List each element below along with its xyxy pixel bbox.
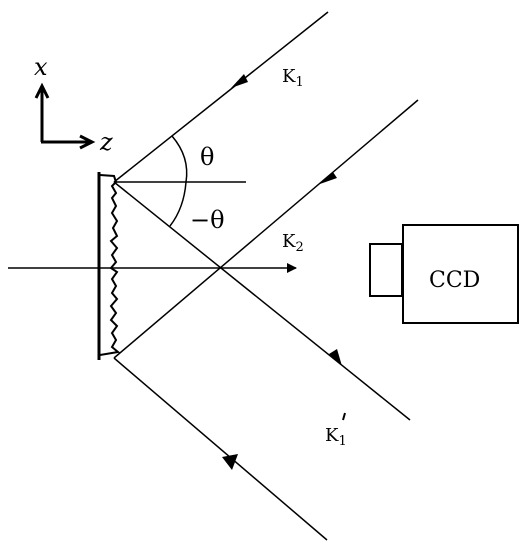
beam-reflected-lower-arrow: [329, 349, 342, 366]
beam-reflected-lower: [113, 181, 411, 421]
z-axis-label: z: [99, 128, 113, 156]
x-axis-arrowhead: [34, 82, 50, 99]
ccd-label: CCD: [429, 268, 480, 293]
beam-k1-upper: [113, 11, 329, 183]
beam-k1-prime-lower: [113, 357, 328, 541]
coordinate-axes: x z: [34, 53, 113, 156]
beam-k1-prime-mark: [342, 412, 346, 421]
angle-arc-neg-theta: [169, 181, 187, 227]
beam-k1-upper-arrow: [231, 74, 248, 88]
object-surface: [97, 172, 121, 360]
beam-k2-upper-arrow: [317, 172, 337, 185]
beam-k1-prime-lower-arrow: [222, 454, 238, 470]
beam-k2-upper: [113, 99, 419, 359]
beam-k2-label: K2: [282, 231, 304, 255]
ccd-camera: CCD: [369, 224, 519, 324]
beam-k1-prime-label: K1: [325, 425, 347, 449]
rough-surface-profile: [99, 174, 121, 356]
angle-neg-theta-label: −θ: [190, 206, 225, 234]
ccd-body: [402, 224, 519, 324]
angle-arc-theta: [171, 135, 188, 183]
x-axis-label: x: [34, 53, 48, 81]
angle-theta-label: θ: [200, 143, 214, 171]
beam-k1-label: K1: [282, 66, 304, 90]
ccd-lens: [369, 243, 403, 297]
z-axis-arrowhead: [79, 134, 96, 150]
